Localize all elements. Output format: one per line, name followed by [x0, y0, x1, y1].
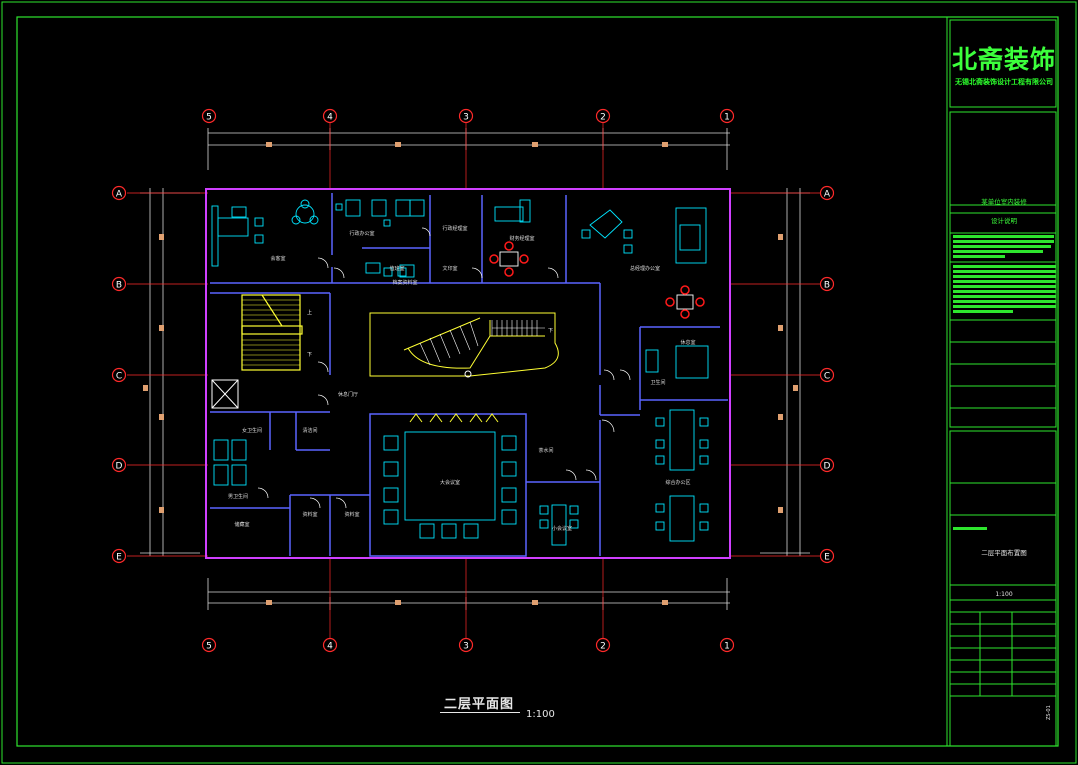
room-rest: 休息室 [680, 339, 695, 346]
brand-logo-text: 北斋装饰 [952, 45, 1057, 74]
room-cleaning: 清洁间 [302, 427, 317, 434]
interior-walls [210, 193, 728, 557]
room-large-meeting: 大会议室 [440, 479, 460, 486]
room-admin-manager: 行政经理室 [442, 225, 467, 232]
plan-title: 二层平面图 [444, 697, 515, 712]
axis-right-c: C [824, 372, 830, 382]
room-labels: 会客室 行政办公室 行政经理室 财务经理室 总经理办公室 值班室 文印室 档案资… [228, 225, 696, 532]
left-stair [241, 294, 303, 371]
drawing-code: ZS-01 [1046, 705, 1052, 720]
plan-title-underline [440, 712, 520, 713]
axis-bottom-4: 4 [327, 642, 333, 652]
room-duty: 值班室 [389, 265, 404, 272]
meeting-top-chairs [409, 413, 499, 423]
stair-treads [419, 320, 538, 366]
room-admin-office: 行政办公室 [349, 230, 374, 237]
room-female-wc: 女卫生间 [242, 427, 262, 434]
round-tables [489, 241, 705, 319]
inner-border [16, 16, 1059, 747]
design-note-label: 设计说明 [991, 217, 1017, 225]
axis-right-a: A [824, 190, 831, 200]
stair-up: 上 [307, 309, 312, 316]
axis-top-2: 2 [600, 113, 606, 123]
doors [257, 227, 631, 509]
room-copy-print: 文印室 [442, 265, 457, 272]
room-tea: 茶水间 [538, 447, 553, 454]
stair-column [464, 370, 472, 378]
axis-bottom-1: 1 [724, 642, 730, 652]
project-name: 某单位室内装修 [981, 198, 1027, 206]
stair-down: 下 [307, 352, 312, 358]
axis-labels: 5 4 3 2 1 5 4 3 2 1 A B C D E A B C D E [116, 113, 831, 652]
axis-top-3: 3 [463, 113, 469, 123]
dimension-bottom [207, 578, 730, 610]
axis-left-a: A [116, 190, 123, 200]
room-small-meeting: 小会议室 [552, 525, 572, 532]
axis-top-5: 5 [206, 113, 212, 123]
room-lobby: 休息门厅 [338, 391, 358, 398]
axis-left-b: B [116, 281, 122, 291]
axis-left-d: D [116, 462, 123, 472]
axis-bubbles [111, 108, 835, 653]
room-file1: 资料室 [302, 511, 317, 518]
room-file2: 资料室 [344, 511, 359, 518]
outer-wall [205, 188, 731, 559]
axis-right-d: D [824, 462, 831, 472]
axis-left-e: E [116, 553, 122, 563]
brand-subtitle: 无锡北斋装饰设计工程有限公司 [955, 78, 1053, 86]
title-block-bars [953, 235, 1056, 530]
axis-bottom-2: 2 [600, 642, 606, 652]
plan-scale: 1:100 [526, 709, 555, 720]
axis-right-b: B [824, 281, 830, 291]
room-exec-office: 总经理办公室 [630, 265, 660, 272]
room-finance-manager: 财务经理室 [509, 235, 534, 242]
room-wc: 卫生间 [650, 379, 665, 386]
left-stair-treads [242, 299, 300, 366]
central-stair [369, 312, 559, 377]
axis-lines [127, 122, 820, 638]
drawing-name: 二层平面布置图 [981, 549, 1027, 557]
dimension-ticks [143, 142, 798, 605]
title-block [946, 17, 1057, 747]
axis-bottom-5: 5 [206, 642, 212, 652]
axis-right-e: E [824, 553, 830, 563]
elevator [211, 379, 239, 409]
room-storage: 储藏室 [234, 521, 249, 528]
axis-bottom-3: 3 [463, 642, 469, 652]
stair-down-center: 下 [548, 328, 553, 334]
axis-top-1: 1 [724, 113, 730, 123]
room-general-office: 综合办公区 [665, 479, 690, 486]
axis-left-c: C [116, 372, 122, 382]
axis-top-4: 4 [327, 113, 333, 123]
furniture [211, 199, 709, 546]
room-meeting: 会客室 [270, 255, 285, 262]
title-block-scale: 1:100 [995, 591, 1013, 598]
room-male-wc: 男卫生间 [228, 493, 248, 500]
dimension-sides [140, 188, 810, 556]
dimension-top [207, 128, 730, 170]
room-archive: 档案资料室 [392, 279, 417, 286]
